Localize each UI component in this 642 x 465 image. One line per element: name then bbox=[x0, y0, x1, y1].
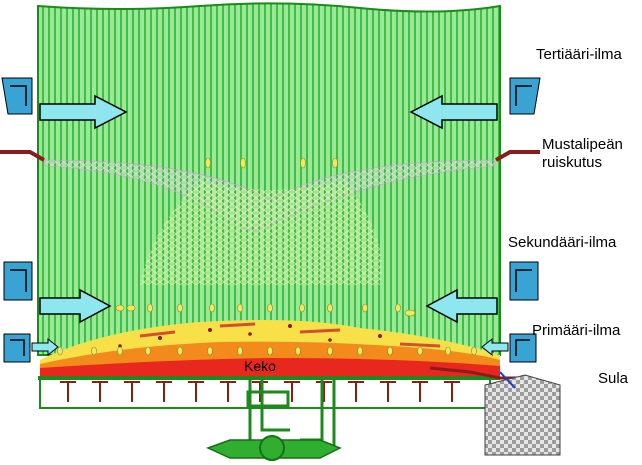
windbox-primary-left bbox=[3, 333, 31, 363]
arrow-tertiary-left bbox=[39, 94, 128, 130]
liquor-droplets bbox=[205, 157, 338, 169]
windbox-secondary-right bbox=[509, 261, 539, 301]
arrow-secondary-left bbox=[39, 288, 112, 324]
liquor-spray-cone bbox=[140, 180, 382, 285]
windbox-secondary-left bbox=[3, 261, 33, 301]
arrow-primary-right bbox=[481, 337, 509, 357]
arrow-tertiary-right bbox=[409, 94, 498, 130]
windbox-tertiary-right bbox=[509, 77, 541, 115]
label-secondary-air: Sekundääri-ilma bbox=[508, 234, 617, 251]
liquor-pipe-right bbox=[495, 150, 540, 162]
label-liquor-spray: Mustalipeän ruiskutus bbox=[542, 136, 623, 172]
label-tertiary-air: Tertiääri-ilma bbox=[536, 46, 622, 63]
furnace-floor bbox=[38, 376, 500, 380]
liquor-pipe-left bbox=[0, 150, 45, 162]
furnace-shaft bbox=[37, 2, 501, 356]
label-liquor-spray-line2: ruiskutus bbox=[542, 154, 603, 171]
char-bed bbox=[40, 320, 500, 378]
label-bed: Keko bbox=[244, 358, 276, 374]
windbox-primary-right bbox=[509, 333, 537, 363]
label-primary-air: Primääri-ilma bbox=[532, 322, 621, 339]
floor-support-frame bbox=[39, 380, 491, 409]
label-smelt: Sula bbox=[598, 370, 629, 387]
windbox-tertiary-left bbox=[1, 77, 33, 115]
smelt-dissolving-tank bbox=[484, 374, 561, 456]
primary-air-droplets bbox=[57, 346, 477, 356]
arrow-secondary-right bbox=[425, 288, 498, 324]
circulation-pump bbox=[259, 435, 285, 461]
arrow-primary-left bbox=[31, 337, 59, 357]
label-liquor-spray-line1: Mustalipeän bbox=[542, 136, 623, 153]
secondary-air-droplets bbox=[115, 303, 416, 317]
floor-supports bbox=[60, 381, 460, 402]
